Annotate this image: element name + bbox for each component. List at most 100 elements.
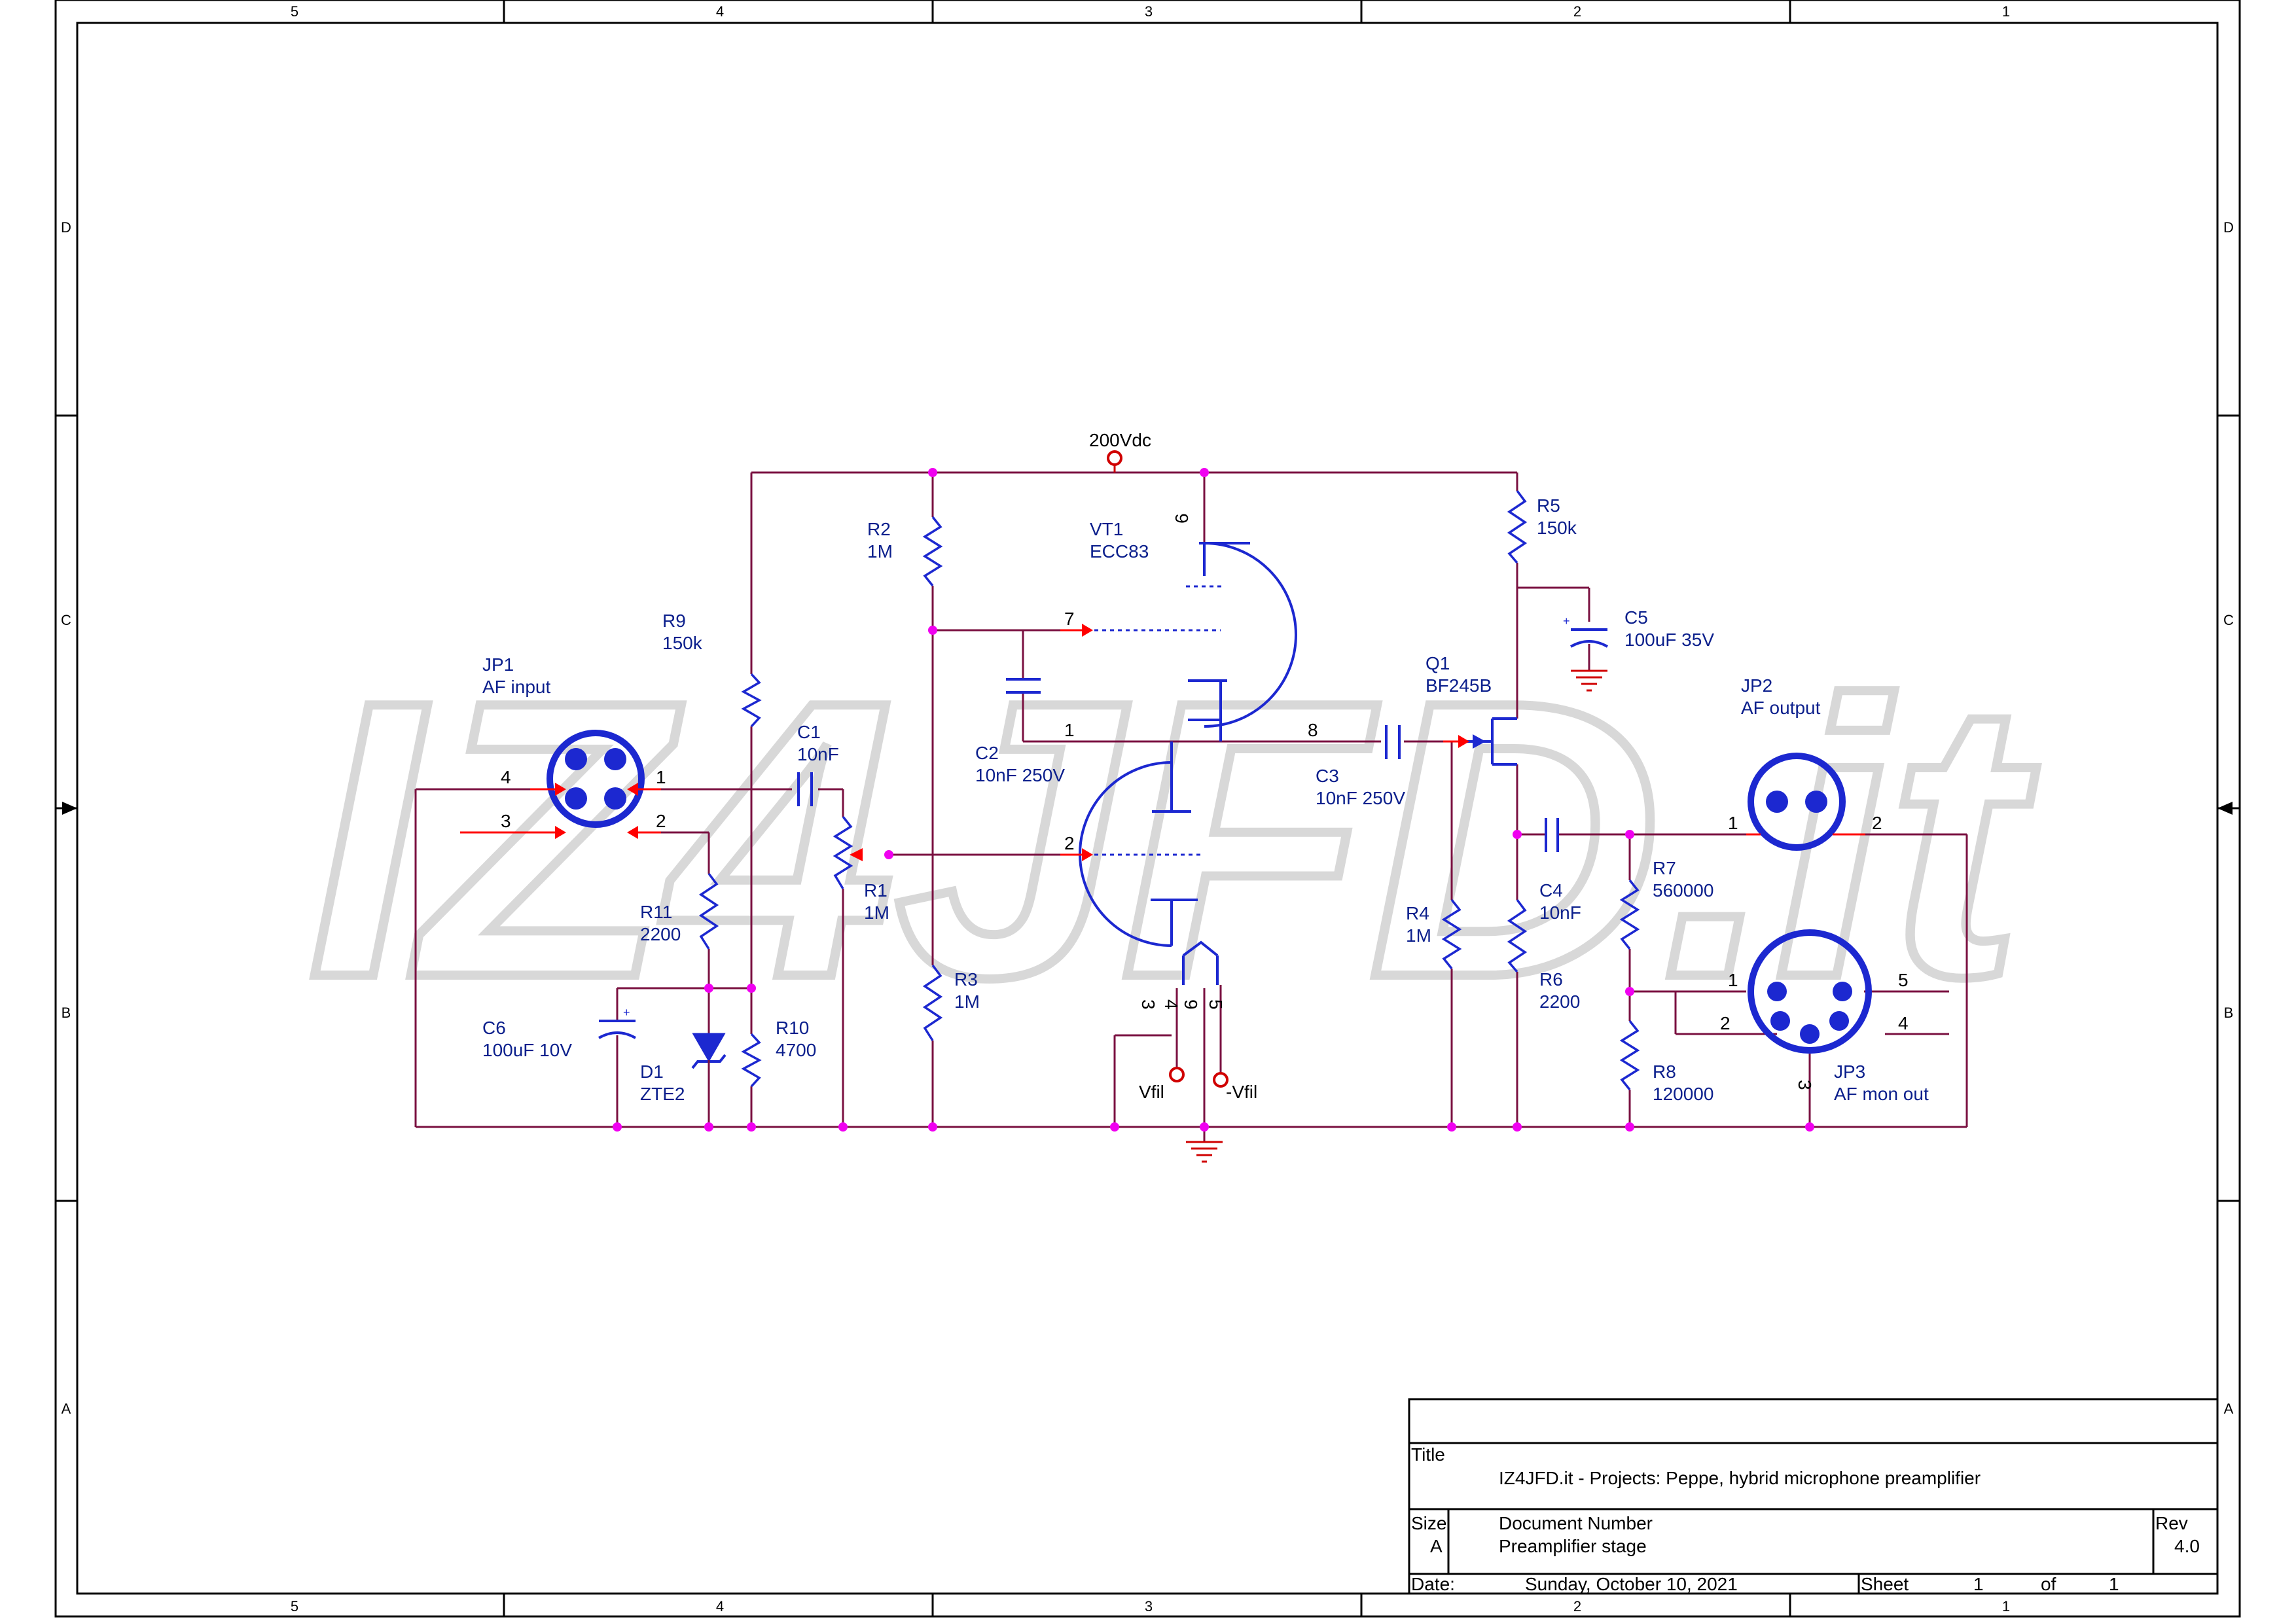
value-label: AF mon out (1834, 1084, 1929, 1104)
frame-labels: 5 4 3 2 1 5 4 3 2 1 D C B A D C B A (61, 3, 2234, 1614)
row-label-left: C (61, 612, 71, 628)
value-label: AF input (482, 677, 550, 697)
jfet-gate-arrow (1473, 734, 1486, 749)
pin-number: 2 (1720, 1013, 1731, 1033)
jp3-pin-dot (1770, 1011, 1790, 1031)
connector-jp3 (1748, 929, 1872, 1054)
value-label: 1M (1406, 925, 1431, 946)
jp2-pin-dot (1766, 791, 1788, 813)
center-arrow-left (62, 802, 77, 815)
value-label: 10nF 250V (975, 765, 1065, 785)
pin-number: 4 (501, 767, 511, 787)
net-label-supply: 200Vdc (1089, 430, 1151, 450)
col-label-top: 1 (2002, 3, 2010, 20)
capacitors (598, 628, 1608, 1039)
jp3-pin-dot (1800, 1024, 1820, 1044)
pin-number: 3 (1138, 999, 1158, 1010)
row-label-left: D (61, 219, 71, 236)
size-label: Size (1411, 1513, 1446, 1533)
pin-numbers: 4 1 3 2 6 7 1 8 2 3 4 9 5 1 2 1 5 2 4 3 (501, 513, 1909, 1090)
title-value: IZ4JFD.it - Projects: Peppe, hybrid micr… (1499, 1468, 1981, 1488)
component-labels: R9 150k JP1 AF input C1 10nF R2 1M VT1 E… (482, 495, 1929, 1104)
resistors (698, 490, 1640, 1091)
c5-plus-sign: + (1563, 615, 1570, 628)
ref-label: JP2 (1741, 675, 1772, 696)
cap-c6-curved-plate (598, 1031, 636, 1039)
resistor-r8 (1619, 1020, 1640, 1091)
pin-arrows (555, 624, 1469, 861)
pin-arrow (1082, 848, 1093, 861)
title-block-text: Title IZ4JFD.it - Projects: Peppe, hybri… (1411, 1444, 2200, 1594)
row-label-right: A (2224, 1400, 2234, 1417)
ref-label: R2 (867, 519, 891, 539)
zener-d1 (691, 1033, 726, 1075)
docnum-value: Preamplifier stage (1499, 1536, 1647, 1556)
ref-label: R10 (776, 1018, 809, 1038)
ref-label: R8 (1653, 1061, 1676, 1082)
value-label: 100uF 35V (1624, 630, 1714, 650)
row-label-right: D (2223, 219, 2234, 236)
ref-label: R1 (864, 880, 888, 901)
col-label-top: 4 (716, 3, 724, 20)
ref-label: C2 (975, 743, 999, 763)
value-label: ECC83 (1090, 541, 1149, 562)
triode-vt1 (1079, 542, 1297, 985)
junction-dot (613, 1122, 622, 1132)
pin-arrow (555, 783, 566, 796)
jp3-pin-dot (1829, 1011, 1849, 1031)
pin-arrow (1082, 624, 1093, 637)
junction-dot (928, 468, 937, 477)
value-label: 2200 (1539, 991, 1580, 1012)
col-label-bottom: 3 (1145, 1598, 1153, 1614)
pin-number: 1 (656, 767, 666, 787)
sheets-value: 1 (2109, 1574, 2119, 1594)
pin-number: 2 (1872, 813, 1882, 833)
wires (414, 471, 1968, 1142)
value-label: 10nF 250V (1316, 788, 1405, 808)
title-label: Title (1411, 1444, 1445, 1465)
pin-number: 2 (1064, 833, 1075, 853)
value-label: 120000 (1653, 1084, 1713, 1104)
resistor-r10 (741, 1033, 762, 1088)
center-arrow-right (2217, 802, 2233, 815)
neg-vfil-terminal (1213, 1072, 1229, 1088)
pin-arrow (1458, 735, 1469, 748)
ref-label: R4 (1406, 903, 1429, 923)
pin-number: 7 (1064, 609, 1075, 629)
resistor-r11 (698, 872, 719, 950)
junction-dot (1625, 830, 1634, 839)
junction-dot (928, 626, 937, 635)
value-label: BF245B (1426, 675, 1492, 696)
pin-number: 5 (1206, 999, 1226, 1010)
value-label: 1M (867, 541, 893, 562)
ref-label: C4 (1539, 880, 1563, 901)
ref-label: C3 (1316, 766, 1339, 786)
resistor-r6 (1507, 899, 1528, 973)
ref-label: JP3 (1834, 1061, 1865, 1082)
junction-dot (1513, 830, 1522, 839)
c6-plus-sign: + (623, 1006, 630, 1019)
pin-number: 2 (656, 811, 666, 831)
pin-number: 1 (1064, 720, 1075, 740)
resistor-r7 (1619, 879, 1640, 950)
junction-dot (1447, 1122, 1456, 1132)
col-label-top: 3 (1145, 3, 1153, 20)
junction-dot (1513, 1122, 1522, 1132)
pin-arrow (627, 783, 638, 796)
value-label: 560000 (1653, 880, 1713, 901)
value-label: 4700 (776, 1040, 816, 1060)
col-label-bottom: 2 (1573, 1598, 1581, 1614)
pin-number: 3 (501, 811, 511, 831)
resistor-r4 (1441, 899, 1462, 970)
value-label: AF output (1741, 698, 1821, 718)
connector-jp2 (1748, 753, 1846, 851)
supply-terminal (1107, 450, 1122, 466)
jp3-pin-dot (1767, 982, 1787, 1001)
junction-dot (1805, 1122, 1814, 1132)
date-label: Date: (1411, 1574, 1455, 1594)
row-label-right: C (2223, 612, 2234, 628)
potentiometer-r1 (833, 815, 853, 889)
ref-label: C5 (1624, 607, 1648, 628)
junction-dot (1625, 987, 1634, 996)
jp1-pin-dot (604, 748, 626, 770)
